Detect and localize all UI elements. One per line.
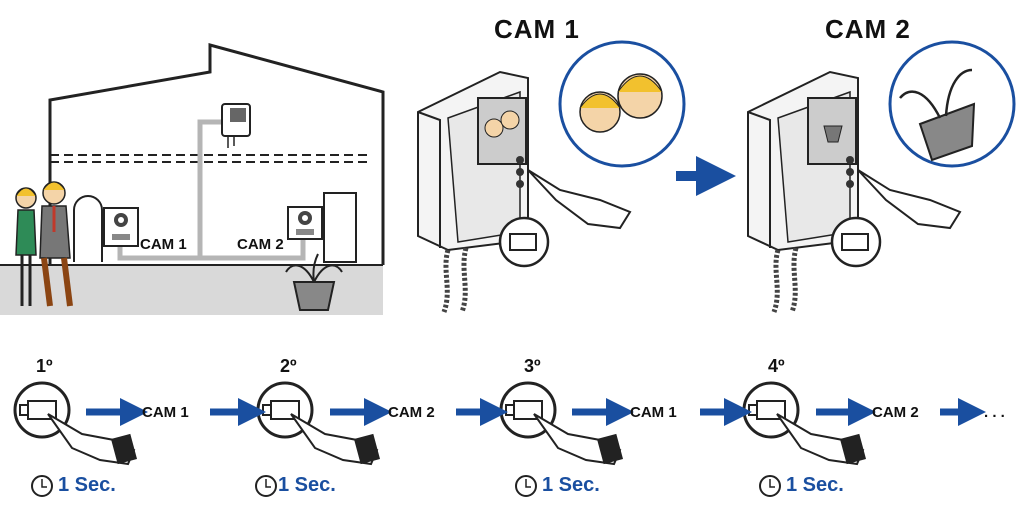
- house-cam2-label: CAM 2: [237, 236, 284, 253]
- monitor-2-camera-button-icon: [830, 216, 882, 268]
- monitor-1: [417, 40, 686, 313]
- monitor-2-hand-icon: [857, 169, 962, 230]
- house: [0, 43, 385, 315]
- step-2-label: 2º: [280, 356, 297, 376]
- arch-door: [73, 195, 103, 262]
- camera-panel-1-icon: [103, 207, 139, 247]
- seq-ellipsis: . . .: [984, 404, 1005, 421]
- seq-cam-label-3: CAM 1: [630, 404, 677, 421]
- monitor-1-camera-button-icon: [498, 216, 550, 268]
- monitor-2-title: CAM 2: [825, 14, 911, 44]
- indoor-monitor-icon: [221, 103, 251, 148]
- monitor-1-hand-icon: [527, 169, 632, 230]
- monitor-1-title: CAM 1: [494, 14, 580, 44]
- step-4-label: 4º: [768, 356, 785, 376]
- duration-label-3: 1 Sec.: [542, 474, 600, 496]
- monitor-2-zoom-bubble: [888, 40, 1016, 168]
- seq-cam-label-4: CAM 2: [872, 404, 919, 421]
- duration-label-4: 1 Sec.: [786, 474, 844, 496]
- duration-label-2: 1 Sec.: [278, 474, 336, 496]
- camera-panel-2-icon: [287, 206, 323, 240]
- press-sequence: [13, 381, 986, 497]
- seq-cam-label-1: CAM 1: [142, 404, 189, 421]
- step-3-label: 3º: [524, 356, 541, 376]
- monitor-2: [747, 40, 1016, 313]
- ground: [0, 265, 383, 315]
- duration-label-1: 1 Sec.: [58, 474, 116, 496]
- garden-door: [323, 192, 357, 263]
- seq-cam-label-2: CAM 2: [388, 404, 435, 421]
- step-1-label: 1º: [36, 356, 53, 376]
- house-cam1-label: CAM 1: [140, 236, 187, 253]
- visitors-couple-icon: [15, 181, 73, 307]
- plant-pot-icon: [285, 253, 343, 311]
